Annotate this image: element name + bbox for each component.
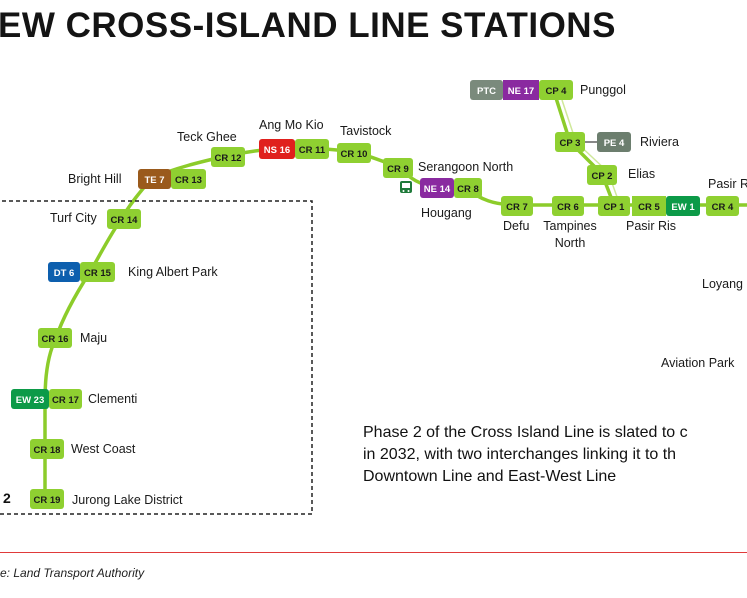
station-west-coast: CR 18 West Coast: [30, 439, 136, 459]
svg-text:NE 17: NE 17: [508, 86, 534, 97]
station-king-albert-park: DT 6 CR 15 King Albert Park: [48, 262, 218, 282]
svg-text:Pasir Ris: Pasir Ris: [626, 219, 676, 233]
svg-text:CR 13: CR 13: [175, 175, 202, 186]
station-pasir-ris: CP 1 CR 5 EW 1 Pasir Ris: [598, 196, 700, 233]
svg-text:CP 3: CP 3: [560, 138, 581, 149]
phase-2-note: Phase 2 of the Cross Island Line is slat…: [363, 422, 747, 488]
cr-line-west-branch: [43, 146, 439, 498]
svg-text:CR 16: CR 16: [42, 334, 69, 345]
station-elias: CP 2 Elias: [587, 165, 655, 185]
svg-text:CR 10: CR 10: [341, 149, 368, 160]
station-ang-mo-kio: NS 16 CR 11 Ang Mo Kio: [259, 118, 329, 159]
station-jurong-lake-district: CR 19 Jurong Lake District: [30, 489, 183, 509]
svg-text:NS 16: NS 16: [264, 145, 290, 156]
svg-text:Defu: Defu: [503, 219, 529, 233]
svg-text:West Coast: West Coast: [71, 442, 136, 456]
phase-2-boundary: [0, 200, 313, 515]
svg-text:CR 6: CR 6: [557, 202, 579, 213]
station-riviera: CP 3 PE 4 Riviera: [555, 132, 679, 152]
note-line-2: in 2032, with two interchanges linking i…: [363, 446, 677, 463]
svg-text:EW 1: EW 1: [671, 202, 695, 213]
station-hougang: NE 14 CR 8 Hougang: [420, 178, 482, 220]
station-clementi: EW 23 CR 17 Clementi: [11, 389, 137, 409]
svg-text:Turf City: Turf City: [50, 211, 98, 225]
svg-text:Maju: Maju: [80, 331, 107, 345]
svg-text:Clementi: Clementi: [88, 392, 137, 406]
note-line-3: Downtown Line and East-West Line: [363, 468, 617, 485]
svg-text:CR 8: CR 8: [457, 184, 479, 195]
svg-text:Elias: Elias: [628, 167, 655, 181]
svg-text:CP 1: CP 1: [604, 202, 626, 213]
page-title: EW CROSS-ISLAND LINE STATIONS: [0, 6, 616, 45]
note-line-1: Phase 2 of the Cross Island Line is slat…: [363, 424, 688, 441]
svg-text:CR 15: CR 15: [84, 268, 112, 279]
svg-text:CR 4: CR 4: [712, 202, 734, 213]
svg-text:CR 17: CR 17: [52, 395, 79, 406]
svg-text:Riviera: Riviera: [640, 135, 679, 149]
svg-text:CR 11: CR 11: [299, 145, 326, 156]
svg-text:CP 4: CP 4: [546, 86, 568, 97]
station-teck-ghee: CR 12 Teck Ghee: [177, 130, 245, 167]
svg-text:Serangoon North: Serangoon North: [418, 160, 513, 174]
svg-text:Jurong Lake District: Jurong Lake District: [72, 493, 183, 507]
svg-text:King Albert Park: King Albert Park: [128, 265, 218, 279]
svg-text:Ang Mo Kio: Ang Mo Kio: [259, 118, 324, 132]
svg-text:Loyang: Loyang: [702, 277, 743, 291]
cp-line-inner: [561, 99, 621, 206]
svg-text:CR 18: CR 18: [34, 445, 61, 456]
svg-text:CR 12: CR 12: [215, 153, 242, 164]
svg-text:Tampines: Tampines: [543, 219, 597, 233]
svg-text:TE 7: TE 7: [144, 175, 164, 186]
svg-text:CR 9: CR 9: [387, 164, 409, 175]
station-tavistock: CR 10 Tavistock: [337, 124, 392, 163]
svg-text:Punggol: Punggol: [580, 83, 626, 97]
source-credit: e: Land Transport Authority: [0, 566, 145, 580]
station-pasir-r-cr4: CR 4 Pasir R: [706, 177, 747, 216]
cp-line-punggol-branch: [554, 97, 616, 206]
station-serangoon-north: CR 9 Serangoon North: [383, 158, 513, 178]
svg-text:PE 4: PE 4: [604, 138, 625, 149]
phase-2-label: 2: [3, 490, 11, 506]
svg-text:CR 19: CR 19: [34, 495, 61, 506]
svg-text:CP 2: CP 2: [592, 171, 613, 182]
svg-text:CR 5: CR 5: [638, 202, 660, 213]
svg-text:Teck Ghee: Teck Ghee: [177, 130, 237, 144]
svg-text:Hougang: Hougang: [421, 206, 472, 220]
station-bright-hill: TE 7 CR 13 Bright Hill: [68, 169, 206, 189]
svg-text:DT 6: DT 6: [54, 268, 75, 279]
svg-text:Tavistock: Tavistock: [340, 124, 392, 138]
svg-text:North: North: [555, 236, 586, 250]
svg-text:CR 14: CR 14: [111, 215, 139, 226]
bus-interchange-icon: [400, 181, 412, 193]
station-defu: CR 7 Defu: [501, 196, 533, 233]
station-maju: CR 16 Maju: [38, 328, 107, 348]
svg-text:NE 14: NE 14: [424, 184, 451, 195]
svg-text:EW 23: EW 23: [16, 395, 45, 406]
station-tampines-north: CR 6 Tampines North: [543, 196, 597, 250]
svg-text:Pasir R: Pasir R: [708, 177, 747, 191]
station-aviation-park: Aviation Park: [661, 356, 735, 370]
svg-text:PTC: PTC: [477, 86, 496, 97]
svg-text:Aviation Park: Aviation Park: [661, 356, 735, 370]
svg-text:CR 7: CR 7: [506, 202, 528, 213]
station-loyang: Loyang: [702, 277, 743, 291]
station-punggol: PTC NE 17 CP 4 Punggol: [470, 80, 626, 100]
station-turf-city: CR 14 Turf City: [50, 209, 141, 229]
svg-text:Bright Hill: Bright Hill: [68, 172, 122, 186]
divider-rule: [0, 552, 747, 553]
